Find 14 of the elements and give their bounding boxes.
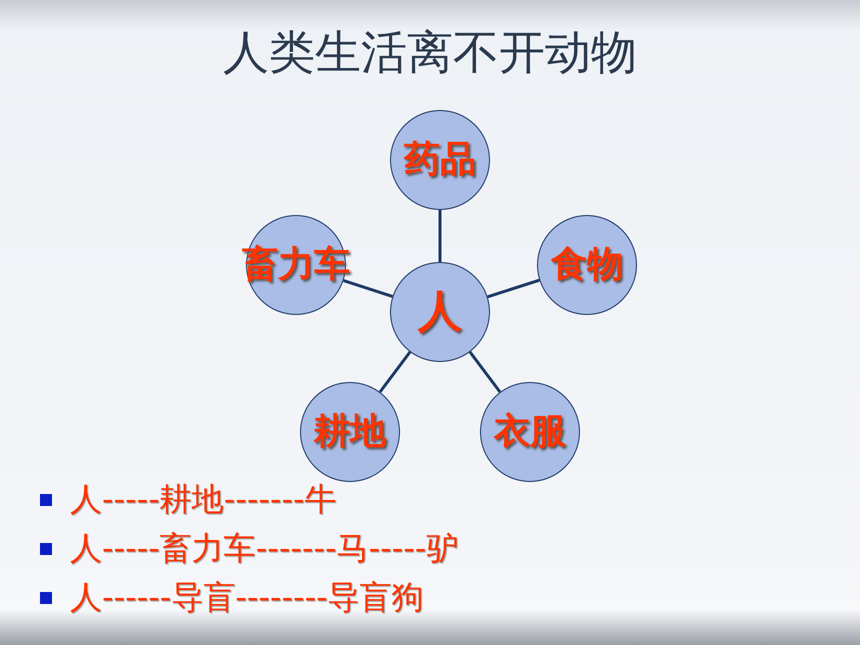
connector-line: [468, 351, 502, 393]
connector-line: [378, 351, 412, 393]
bullet-text: 人------导盲--------导盲狗: [70, 577, 424, 618]
node-label: 食物: [551, 247, 623, 283]
connector-line: [438, 210, 442, 262]
bullet-text: 人-----畜力车-------马-----驴: [70, 528, 458, 569]
title: 人类生活离不开动物: [222, 24, 638, 81]
bullet-text: 人-----耕地-------牛: [70, 479, 337, 520]
node-label: 药品: [404, 142, 476, 178]
node-label: 衣服: [494, 414, 566, 450]
connector-line: [487, 278, 540, 298]
node-label: 耕地: [314, 414, 386, 450]
node-label: 人: [418, 290, 462, 334]
connector-line: [343, 279, 393, 298]
